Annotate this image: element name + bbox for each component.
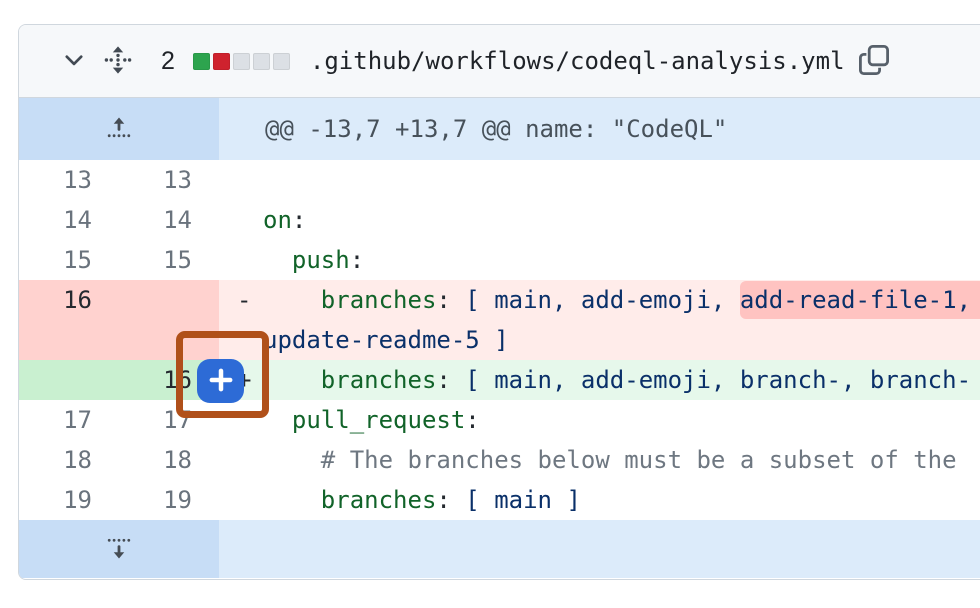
code-segment: branches: [320, 286, 437, 314]
code-line-content: update-readme-5 ]: [219, 320, 980, 360]
diff-row-addition: 16+ branches: [ main, add-emoji, branch-…: [19, 360, 980, 400]
code-line-content: push:: [219, 240, 980, 280]
code-segment: :: [291, 206, 307, 234]
diffstat-block-neutral: [272, 52, 290, 70]
code-segment: [263, 246, 292, 274]
changed-lines-count: 2: [161, 46, 175, 75]
drag-handle-button[interactable]: [101, 44, 135, 78]
old-line-number[interactable]: 15: [63, 246, 92, 274]
expand-bottom-row: [19, 520, 980, 578]
hunk-header-text: @@ -13,7 +13,7 @@ name: "CodeQL": [219, 98, 980, 160]
diff-code-lines: 13 13 14 14 on: 15 15 push: 16 - branches: [ mai…: [19, 160, 980, 520]
old-line-number[interactable]: [19, 320, 119, 360]
new-line-number[interactable]: 13: [163, 166, 192, 194]
expand-up-button[interactable]: [19, 98, 219, 160]
code-segment: :: [436, 366, 451, 394]
diffstat-block-added: [192, 52, 210, 70]
diff-row-context: 15 15 push:: [19, 240, 980, 280]
diffstat-block-deleted: [212, 52, 230, 70]
new-line-number[interactable]: [119, 320, 219, 360]
code-segment: :: [436, 286, 451, 314]
code-line-content: - branches: [ main, add-emoji, add-read-…: [219, 280, 980, 320]
code-segment: pull_request: [291, 406, 466, 434]
code-segment: on: [263, 206, 292, 234]
diff-row-deletion: 16 - branches: [ main, add-emoji, add-rea…: [19, 280, 980, 320]
code-segment: [451, 286, 465, 314]
code-line-content: branches: [ main ]: [219, 480, 980, 520]
code-line-content: # The branches below must be a subset of…: [219, 440, 980, 480]
plus-icon: [206, 365, 236, 398]
code-segment: [ main, add-emoji, branch-, branch-: [465, 366, 972, 394]
file-path: .github/workflows/codeql-analysis.yml: [309, 47, 845, 75]
diffstat-block-neutral: [232, 52, 250, 70]
old-line-number[interactable]: 17: [63, 406, 92, 434]
code-segment: update-readme-5 ]: [263, 326, 509, 354]
diffstat-block-neutral: [252, 52, 270, 70]
copy-path-button[interactable]: [855, 42, 893, 80]
code-segment: push: [291, 246, 350, 274]
old-line-number[interactable]: 13: [63, 166, 92, 194]
code-segment: :: [349, 246, 365, 274]
expand-down-button[interactable]: [19, 520, 219, 578]
code-segment: [451, 486, 465, 514]
diff-row-deletion: update-readme-5 ]: [19, 320, 980, 360]
diff-row-context: 14 14 on:: [19, 200, 980, 240]
new-line-number[interactable]: 19: [163, 486, 192, 514]
code-line-content: pull_request:: [219, 400, 980, 440]
code-segment: [451, 366, 465, 394]
chevron-down-icon: [62, 48, 86, 75]
code-segment: [263, 446, 321, 474]
old-line-number[interactable]: 16: [19, 280, 119, 320]
code-segment: [ main ]: [465, 486, 581, 514]
code-segment: [ main, add-emoji,: [465, 286, 740, 314]
code-line-content: [219, 160, 980, 200]
new-line-number[interactable]: 17: [163, 406, 192, 434]
add-line-comment-button[interactable]: [197, 359, 244, 403]
code-segment: :: [436, 486, 451, 514]
code-segment: [263, 286, 321, 314]
new-line-number[interactable]: 18: [163, 446, 192, 474]
old-line-number[interactable]: 14: [63, 206, 92, 234]
old-line-number[interactable]: [19, 360, 119, 400]
old-line-number[interactable]: 19: [63, 486, 92, 514]
new-line-number[interactable]: 14: [163, 206, 192, 234]
code-segment: branches: [320, 366, 437, 394]
code-segment: [263, 406, 292, 434]
diff-marker: -: [237, 286, 252, 314]
new-line-number[interactable]: 15: [163, 246, 192, 274]
code-line-content: on:: [219, 200, 980, 240]
diff-row-context: 19 19 branches: [ main ]: [19, 480, 980, 520]
code-segment: add-read-file-1,: [739, 281, 980, 319]
diff-row-context: 18 18 # The branches below must be a subs…: [19, 440, 980, 480]
code-segment: branches: [320, 486, 437, 514]
code-segment: [263, 366, 321, 394]
file-header: 2 .github/workflows/codeql-analysis.yml: [19, 25, 980, 98]
code-segment: # The branches below must be a subset of…: [320, 446, 957, 474]
expand-down-icon: [105, 534, 133, 565]
old-line-number[interactable]: 18: [63, 446, 92, 474]
copy-icon: [858, 44, 890, 79]
diff-row-context: 17 17 pull_request:: [19, 400, 980, 440]
drag-handle-icon: [102, 44, 134, 79]
collapse-file-button[interactable]: [61, 48, 87, 74]
diffstat: [192, 52, 293, 70]
code-segment: :: [465, 406, 480, 434]
code-segment: [263, 486, 321, 514]
code-line-content: + branches: [ main, add-emoji, branch-, …: [219, 360, 980, 400]
diff-row-context: 13 13: [19, 160, 980, 200]
new-line-number[interactable]: [119, 280, 219, 320]
diff-file-card: 2 .github/workflows/codeql-analysis.yml: [18, 24, 980, 580]
expand-up-icon: [105, 114, 133, 145]
hunk-header-row: @@ -13,7 +13,7 @@ name: "CodeQL": [19, 98, 980, 160]
expand-bottom-spacer: [219, 520, 980, 578]
